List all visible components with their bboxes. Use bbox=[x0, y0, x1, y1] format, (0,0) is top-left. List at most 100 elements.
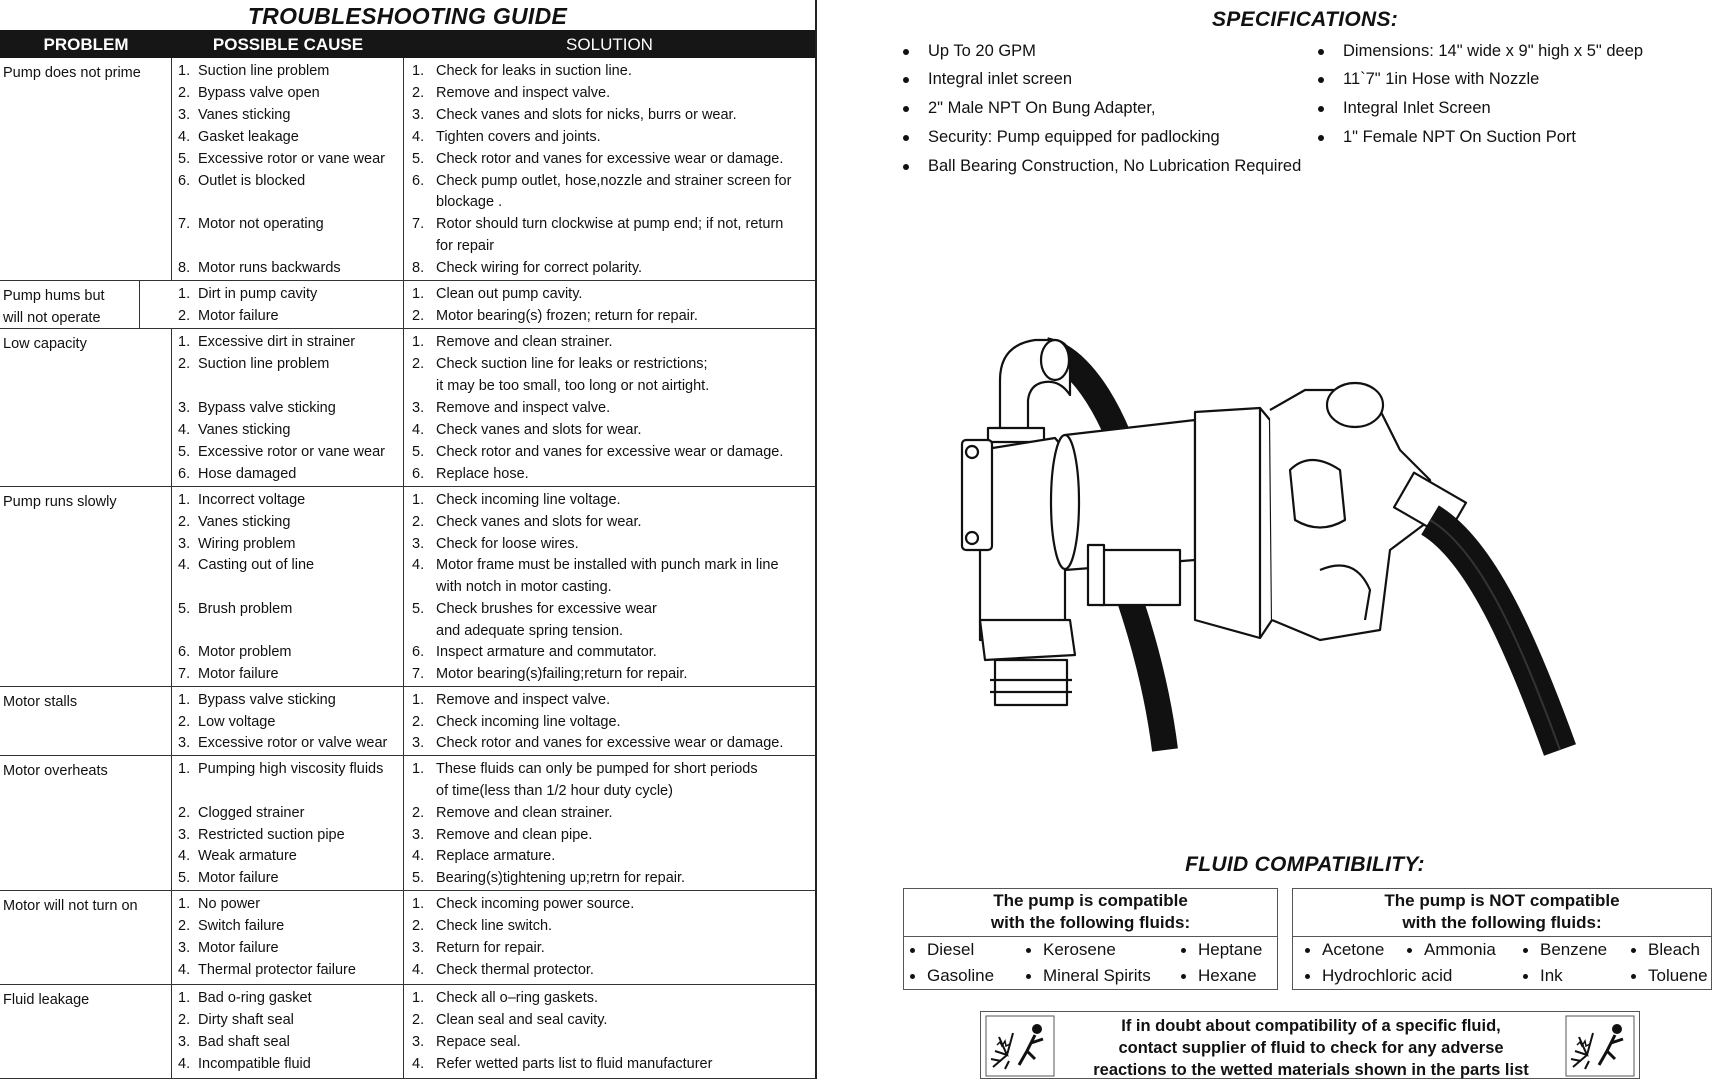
list-item: 4.Refer wetted parts list to fluid manuf… bbox=[412, 1056, 713, 1072]
list-item: 7.Rotor should turn clockwise at pump en… bbox=[412, 216, 784, 233]
list-item: 1.Suction line problem bbox=[178, 63, 330, 79]
cause-cell: 1.No power 2.Switch failure 3.Motor failur… bbox=[172, 891, 404, 984]
solution-cell: 1.Remove and clean strainer.2.Check suct… bbox=[404, 329, 815, 486]
list-item: 4.Tighten covers and joints. bbox=[412, 128, 601, 145]
problem-cell: Fluid leakage bbox=[0, 985, 172, 1078]
problem-cell: Motor stalls bbox=[0, 687, 172, 755]
list-item: 5.Excessive rotor or vane wear bbox=[178, 150, 385, 167]
list-item: 6.Outlet is blocked bbox=[178, 172, 306, 189]
bullet bbox=[903, 135, 909, 141]
fluid-item: Bleach bbox=[1631, 939, 1700, 961]
problem-cell: Pump does not prime bbox=[0, 58, 172, 280]
list-item: 5.Check brushes for excessive wear bbox=[412, 600, 657, 617]
list-item: 2.Switch failure bbox=[178, 918, 285, 934]
compatible-header-line: with the following fluids: bbox=[990, 913, 1191, 932]
list-item: 4.Check thermal protector. bbox=[412, 962, 594, 978]
bullet bbox=[1318, 49, 1324, 55]
list-item: 5.Brush problem bbox=[178, 600, 293, 617]
troubleshooting-row: Motor will not turn on 1.No power 2.Switch… bbox=[0, 891, 815, 985]
list-item: it may be too small, too long or not air… bbox=[436, 378, 710, 394]
cause-cell: 1.Suction line problem 2.Bypass valve ope… bbox=[172, 58, 404, 280]
list-item: 4.Thermal protector failure bbox=[178, 962, 356, 978]
list-item: 2.Remove and clean strainer. bbox=[412, 804, 613, 821]
list-item: 2.Remove and inspect valve. bbox=[412, 84, 611, 101]
list-item: 1.Bypass valve sticking bbox=[178, 692, 336, 708]
list-item: 1.Bad o-ring gasket bbox=[178, 990, 312, 1006]
list-item: 4.Check vanes and slots for wear. bbox=[412, 422, 642, 438]
list-item: 5.Check rotor and vanes for excessive we… bbox=[412, 150, 784, 167]
specifications-title: SPECIFICATIONS: bbox=[1211, 8, 1399, 31]
list-item: 3.Vanes sticking bbox=[178, 106, 291, 123]
pump-illustration bbox=[960, 337, 1576, 756]
list-item: 3.Remove and inspect valve. bbox=[412, 400, 611, 416]
problem-cell: Motor will not turn on bbox=[0, 891, 172, 984]
list-item: 7.Motor failure bbox=[178, 666, 279, 683]
list-item: 2.Motor bearing(s) frozen; return for re… bbox=[412, 308, 698, 324]
list-item: 1.Clean out pump cavity. bbox=[412, 286, 583, 302]
fluid-item: Benzene bbox=[1523, 939, 1607, 961]
list-item: 6.Inspect armature and commutator. bbox=[412, 644, 657, 661]
list-item: blockage . bbox=[436, 194, 503, 211]
list-item: 3.Check for loose wires. bbox=[412, 535, 579, 552]
list-item: 5.Excessive rotor or vane wear bbox=[178, 444, 385, 460]
list-item: 2.Motor failure bbox=[178, 308, 279, 324]
warning-line: reactions to the wetted materials shown … bbox=[1093, 1061, 1529, 1079]
list-item: 2.Check line switch. bbox=[412, 918, 553, 934]
solution-cell: 1.Check incoming line voltage.2.Check va… bbox=[404, 487, 815, 686]
fluid-compatibility-title: FLUID COMPATIBILITY: bbox=[1185, 853, 1425, 876]
list-item: 8.Check wiring for correct polarity. bbox=[412, 260, 643, 277]
solution-cell: 1.These fluids can only be pumped for sh… bbox=[404, 756, 815, 890]
spec-item: Ball Bearing Construction, No Lubricatio… bbox=[928, 157, 1302, 175]
list-item: 1.Pumping high viscosity fluids bbox=[178, 761, 384, 777]
header-problem: PROBLEM bbox=[43, 35, 129, 54]
fluid-item: Mineral Spirits bbox=[1026, 965, 1151, 987]
list-item: 1.Check incoming power source. bbox=[412, 896, 635, 912]
list-item: 4.Motor frame must be installed with pun… bbox=[412, 557, 779, 574]
problem-cell: Motor overheats bbox=[0, 756, 172, 890]
list-item: 6.Motor problem bbox=[178, 644, 292, 661]
list-item: 3.Check rotor and vanes for excessive we… bbox=[412, 735, 784, 752]
list-item: 7.Motor bearing(s)failing;return for rep… bbox=[412, 666, 688, 683]
list-item: 6.Replace hose. bbox=[412, 466, 529, 482]
list-item: 2.Check incoming line voltage. bbox=[412, 713, 621, 730]
list-item: 1.Check all o–ring gaskets. bbox=[412, 990, 598, 1006]
list-item: 6.Check pump outlet, hose,nozzle and str… bbox=[412, 172, 792, 189]
list-item: 5.Motor failure bbox=[178, 870, 279, 887]
list-item: 3.Motor failure bbox=[178, 940, 279, 956]
fluid-item: Hydrochloric acid bbox=[1305, 965, 1452, 987]
spec-item: 11`7" 1in Hose with Nozzle bbox=[1343, 70, 1540, 88]
spec-item: 1" Female NPT On Suction Port bbox=[1343, 128, 1576, 146]
fluid-item: Heptane bbox=[1181, 939, 1262, 961]
spec-item: Integral inlet screen bbox=[928, 70, 1072, 88]
bullet bbox=[903, 49, 909, 55]
list-item: 1.Excessive dirt in strainer bbox=[178, 334, 356, 350]
fluid-item: Acetone bbox=[1305, 939, 1384, 961]
list-item: 2.Suction line problem bbox=[178, 356, 330, 372]
list-item: 2.Bypass valve open bbox=[178, 84, 320, 101]
spec-item: Security: Pump equipped for padlocking bbox=[928, 128, 1220, 146]
bullet bbox=[1318, 106, 1324, 112]
problem-cell: Pump runs slowly bbox=[0, 487, 172, 686]
list-item: 3.Repace seal. bbox=[412, 1034, 521, 1050]
list-item: 6.Hose damaged bbox=[178, 466, 297, 482]
list-item: 3.Restricted suction pipe bbox=[178, 826, 345, 843]
list-item: 1.No power bbox=[178, 896, 261, 912]
solution-cell: 1.Check for leaks in suction line.2.Remo… bbox=[404, 58, 815, 280]
list-item: 2.Vanes sticking bbox=[178, 513, 291, 530]
problem-cell: Low capacity bbox=[0, 329, 172, 486]
fluid-item: Diesel bbox=[910, 939, 974, 961]
list-item: 7.Motor not operating bbox=[178, 216, 324, 233]
list-item: 3.Bad shaft seal bbox=[178, 1034, 290, 1050]
warning-line: If in doubt about compatibility of a spe… bbox=[1121, 1017, 1501, 1035]
list-item: 3.Bypass valve sticking bbox=[178, 400, 336, 416]
list-item: for repair bbox=[436, 238, 495, 255]
list-item: 4.Vanes sticking bbox=[178, 422, 291, 438]
not-compatible-header-line: The pump is NOT compatible bbox=[1384, 891, 1620, 910]
cause-cell: 1.Excessive dirt in strainer 2.Suction li… bbox=[172, 329, 404, 486]
list-item: 1.These fluids can only be pumped for sh… bbox=[412, 761, 758, 777]
